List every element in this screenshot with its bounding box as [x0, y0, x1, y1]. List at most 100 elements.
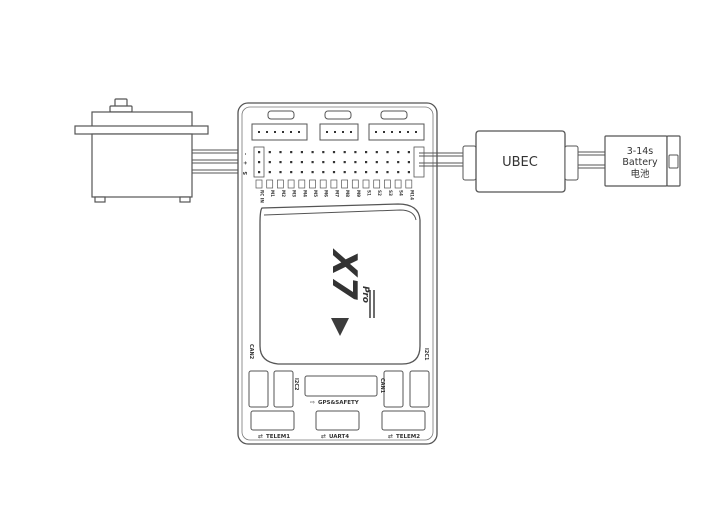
pin-label-box [341, 179, 348, 189]
ubec-strain-right [564, 145, 579, 181]
top-connector-pin [266, 131, 268, 133]
telem2-icon: ⇄ [388, 433, 393, 440]
top-connector-pin [350, 131, 352, 133]
header-pin [397, 161, 400, 164]
uart4-port-box [315, 410, 360, 431]
top-connector-pin [274, 131, 276, 133]
servo-mount-flange [74, 125, 209, 135]
header-pin [375, 151, 378, 154]
pin-label: M1 [270, 190, 275, 197]
header-pin [268, 151, 271, 154]
header-pin [258, 151, 261, 154]
top-connector-left [251, 123, 308, 141]
pwm-pin-header [253, 146, 425, 178]
controller-inner-shell [241, 106, 434, 441]
top-connector-pin [415, 131, 417, 133]
telem1-label: TELEM1 [266, 434, 290, 440]
servo-foot-left [94, 196, 106, 203]
servo-foot-right [179, 196, 191, 203]
header-pin [365, 151, 368, 154]
telem1-icon: ⇄ [258, 433, 263, 440]
pin-label: M9 [356, 190, 361, 197]
header-pin [268, 171, 271, 174]
top-connector-pin [407, 131, 409, 133]
uart4-icon: ⇄ [321, 433, 326, 440]
header-pin [407, 151, 410, 154]
battery-label-cn: 电池 [630, 168, 650, 180]
ubec-label: UBEC [502, 155, 538, 170]
can2-port-box [248, 370, 269, 408]
header-pin [375, 161, 378, 164]
pin-label-box [266, 179, 274, 189]
can1-port-box [383, 370, 404, 408]
pin-label-box [287, 179, 295, 189]
top-connector-pins [258, 131, 417, 133]
header-pin [354, 161, 357, 164]
battery: 3-14s Battery 电池 [604, 135, 681, 187]
header-pin [332, 171, 336, 174]
pin-label: S1 [367, 190, 372, 196]
top-connector-middle [319, 123, 359, 141]
header-pin [386, 161, 389, 164]
pin-label: M6 [324, 190, 329, 197]
rail-label-signal: S [243, 171, 249, 175]
header-pin [332, 151, 336, 154]
telem1-port-box [250, 410, 295, 431]
header-pin [279, 161, 282, 164]
pin-label: S4 [399, 190, 404, 196]
pin-label: S3 [388, 190, 393, 196]
rail-label-plus: + [243, 161, 249, 165]
top-connector-pin [298, 131, 300, 133]
header-pin [354, 151, 357, 154]
header-pin [332, 161, 336, 164]
pin-label: M3 [292, 190, 297, 197]
svg-text:Pro: Pro [360, 286, 370, 303]
i2c1-label: I2C1 [423, 348, 429, 361]
header-pin [300, 171, 303, 174]
module-cover-top-band [263, 209, 417, 221]
battery-voltage: 3-14s [627, 146, 654, 157]
top-connector-right [368, 123, 425, 141]
header-pin [258, 171, 261, 174]
header-pin [290, 151, 293, 154]
orientation-arrow [331, 318, 349, 336]
servo-plug-outline [253, 146, 265, 178]
top-connector-pin [326, 131, 328, 133]
pin-label: M4 [302, 190, 307, 197]
servo-body [91, 133, 193, 198]
top-connector-pin [383, 131, 385, 133]
top-tab-middle [324, 110, 352, 120]
header-pin [290, 161, 293, 164]
header-pin [322, 171, 325, 174]
pin-label: M8 [345, 190, 350, 197]
telem2-label: TELEM2 [396, 434, 420, 440]
header-pin [311, 151, 314, 154]
header-pin [300, 161, 303, 164]
gps-port-label: GPS&SAFETY [318, 400, 360, 406]
pin-label-box [319, 179, 327, 189]
header-pin [365, 161, 368, 164]
pin-label-box [255, 179, 263, 189]
pin-label: M2 [281, 190, 286, 197]
top-connector-pin [290, 131, 292, 133]
pin-label-box [405, 179, 413, 189]
power-plug-outline [413, 146, 425, 178]
pin-label-box [298, 179, 306, 189]
header-pin [343, 151, 346, 154]
header-pin [258, 161, 261, 164]
pin-label-box [351, 179, 359, 189]
top-connector-pin [399, 131, 401, 133]
gps-port-box [304, 375, 378, 397]
header-pin [279, 151, 282, 154]
header-pin [386, 171, 389, 174]
telem2-port-box [381, 410, 426, 431]
top-connector-pin [342, 131, 344, 133]
top-connector-pin [258, 131, 260, 133]
x7-logo: X7 Pro [324, 248, 375, 318]
gps-port-icon: ⇨ [310, 399, 315, 406]
ubec-strain-left [462, 145, 477, 181]
header-pin [343, 161, 346, 164]
header-pin [407, 161, 410, 164]
